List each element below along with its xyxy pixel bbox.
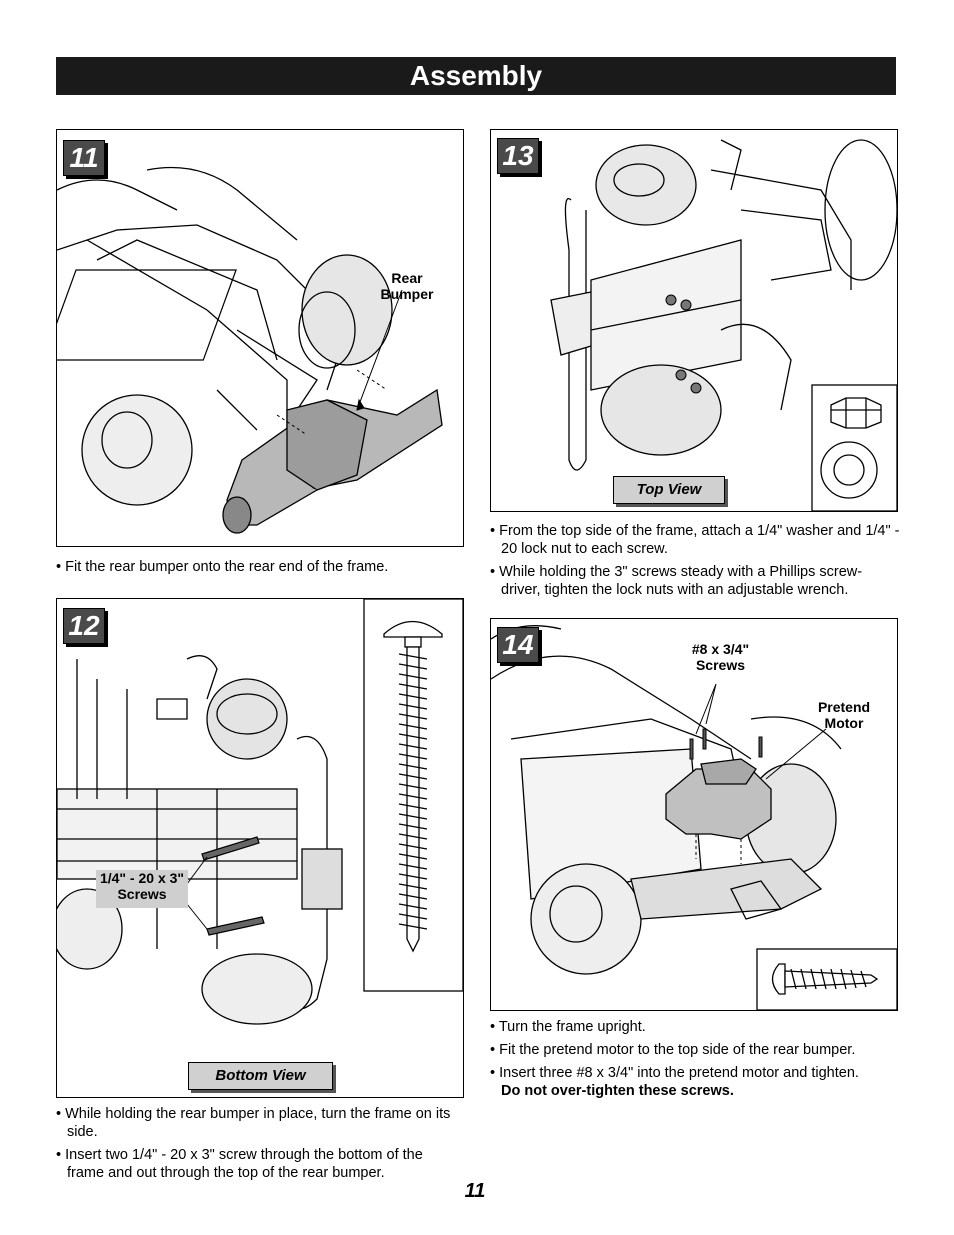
step-11-number: 11 (63, 140, 105, 176)
step-13-text-2: While holding the 3" screws steady with … (499, 564, 863, 598)
step-14-text-2: Fit the pretend motor to the top side of… (499, 1042, 856, 1058)
step-14-bullet: • Turn the frame upright. (490, 1019, 646, 1035)
step-14-instructions: • Turn the frame upright. • Fit the pret… (490, 1018, 900, 1105)
step-12-illustration (57, 599, 463, 1025)
pretend-motor-label: Pretend Motor (817, 699, 871, 731)
step-12-number: 12 (63, 608, 105, 644)
step-11-text: Fit the rear bumper onto the rear end of… (65, 559, 389, 575)
step-14-illustration (491, 625, 897, 1010)
step-12-text-2: Insert two 1/4" - 20 x 3" screw through … (65, 1147, 423, 1181)
rear-bumper-callout: Rear Bumper (375, 270, 439, 302)
step-12-instructions: • While holding the rear bumper in place… (56, 1105, 462, 1187)
step-14-number: 14 (497, 627, 539, 663)
step-14-bullet: • Fit the pretend motor to the top side … (490, 1042, 856, 1058)
step-14-text-1: Turn the frame upright. (498, 1019, 646, 1035)
step-14-bullet: • Insert three #8 x 3/4" into the preten… (490, 1065, 859, 1099)
step-13-bullet: • From the top side of the frame, attach… (490, 523, 900, 557)
screws-label-14: #8 x 3/4" Screws (691, 641, 750, 673)
step-12-bullet: • While holding the rear bumper in place… (56, 1106, 451, 1140)
screws-callout-12: 1/4" - 20 x 3" Screws (96, 870, 188, 908)
page-title: Assembly (56, 57, 896, 95)
step-13-instructions: • From the top side of the frame, attach… (490, 522, 900, 604)
step-14-warning: Do not over-tighten these screws. (501, 1083, 734, 1099)
step-13-text-1: From the top side of the frame, attach a… (499, 523, 900, 557)
step-12-text-1: While holding the rear bumper in place, … (65, 1106, 451, 1140)
step-11-illustration (57, 166, 443, 534)
step-13-number: 13 (497, 138, 539, 174)
step-11-panel: 11 Rear Bumper (56, 129, 464, 547)
step-12-panel: 12 1/4" - 20 x 3" Screws Bottom View (56, 598, 464, 1098)
step-12-bullet: • Insert two 1/4" - 20 x 3" screw throug… (56, 1147, 423, 1181)
step-11-instructions: • Fit the rear bumper onto the rear end … (56, 558, 462, 581)
step-14-text-3: Insert three #8 x 3/4" into the pretend … (499, 1065, 859, 1081)
step-13-panel: 13 Top View (490, 129, 898, 512)
rear-bumper-label: Rear Bumper (380, 270, 434, 302)
step-14-panel: 14 #8 x 3/4" Screws Pretend Motor (490, 618, 898, 1011)
top-view-label: Top View (613, 476, 725, 504)
screws-callout-14: #8 x 3/4" Screws (683, 641, 758, 673)
screws-label-12: 1/4" - 20 x 3" Screws (99, 870, 185, 902)
step-11-bullet: • Fit the rear bumper onto the rear end … (56, 559, 389, 575)
pretend-motor-callout: Pretend Motor (809, 699, 879, 731)
step-13-illustration (550, 139, 897, 511)
bottom-view-label: Bottom View (188, 1062, 333, 1090)
step-13-bullet: • While holding the 3" screws steady wit… (490, 564, 863, 598)
page-number: 11 (464, 1180, 486, 1202)
